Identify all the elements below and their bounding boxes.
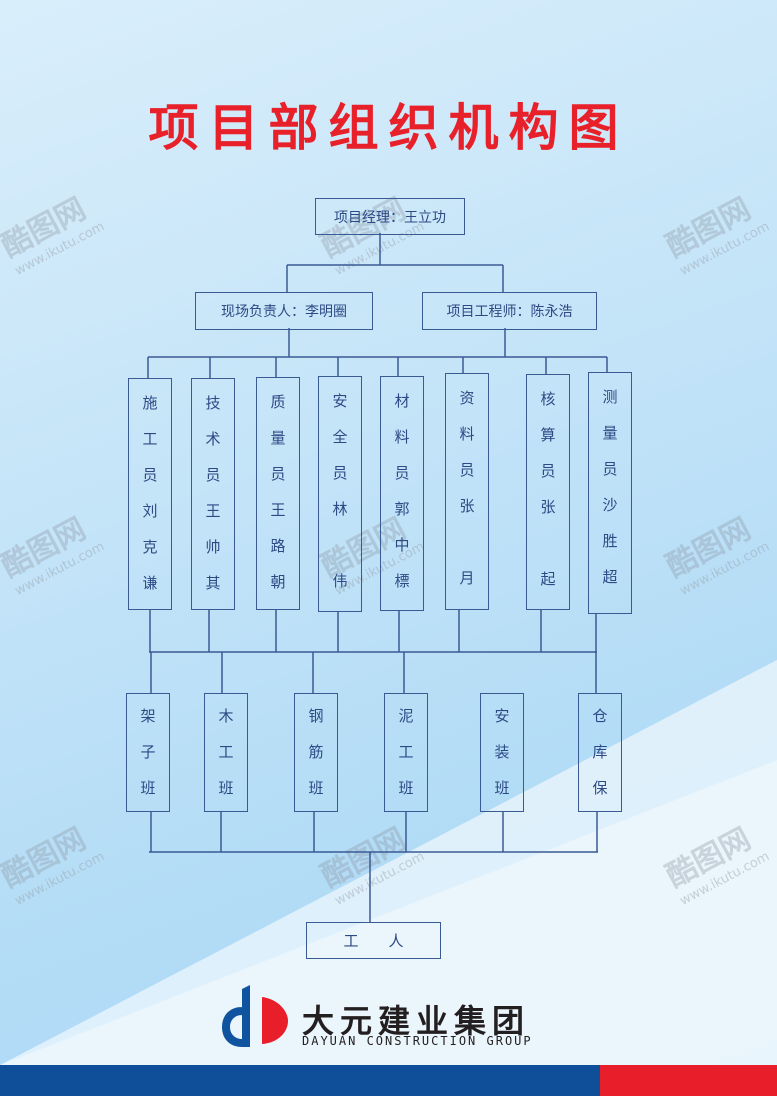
char: 员	[205, 466, 221, 484]
node-label: 项目经理：王立功	[334, 209, 446, 226]
char: 量	[602, 424, 618, 442]
node-surveyor-sha: 测量员沙胜超	[588, 372, 632, 614]
char: 术	[205, 430, 221, 448]
footer-band-red	[600, 1065, 777, 1096]
node-label: 现场负责人：李明圈	[221, 304, 347, 320]
char: 保	[592, 779, 608, 797]
footer-band-blue	[0, 1065, 600, 1096]
char: 朝	[270, 573, 286, 591]
node-installation-team: 安装班	[480, 693, 524, 812]
char: 刘	[142, 502, 158, 520]
company-logo-icon	[222, 985, 288, 1047]
char: 王	[270, 501, 286, 519]
char: 库	[592, 743, 608, 761]
char: 张	[459, 497, 475, 515]
char: 核	[540, 390, 556, 408]
char: 筋	[308, 743, 324, 761]
char: 员	[602, 460, 618, 478]
char: 林	[332, 500, 348, 518]
char: 技	[205, 394, 221, 412]
char: 王	[205, 502, 221, 520]
char: 沙	[602, 496, 618, 514]
node-warehouse-keeper: 仓库保	[578, 693, 622, 812]
char: 施	[142, 394, 158, 412]
char: 克	[142, 538, 158, 556]
char: 超	[602, 568, 618, 586]
char: 月	[459, 569, 475, 587]
char: 架	[140, 707, 156, 725]
char: 班	[494, 779, 510, 797]
node-label: 工 人	[343, 932, 404, 950]
char: 质	[270, 393, 286, 411]
company-name-cn: 大元建业集团	[302, 1002, 531, 1040]
char: 起	[540, 570, 556, 588]
node-materials-officer-guo: 材料员郭中標	[380, 376, 424, 611]
char: 其	[205, 574, 221, 592]
char: 资	[459, 389, 475, 407]
char: 装	[494, 743, 510, 761]
node-documents-officer-zhang: 资料员张月	[445, 373, 489, 610]
node-label: 项目工程师：陈永浩	[446, 304, 573, 320]
char: 班	[308, 779, 324, 797]
node-project-engineer: 项目工程师：陈永浩	[422, 292, 597, 330]
char: 安	[332, 392, 348, 410]
char: 张	[540, 498, 556, 516]
node-site-leader: 现场负责人：李明圈	[195, 292, 373, 330]
char: 员	[459, 461, 475, 479]
char: 班	[140, 779, 156, 797]
char: 料	[459, 425, 475, 443]
char: 木	[218, 707, 234, 725]
char: 標	[394, 572, 410, 590]
char: 工	[398, 743, 414, 761]
char: 安	[494, 707, 510, 725]
node-project-manager: 项目经理：王立功	[315, 198, 465, 235]
char: 全	[332, 428, 348, 446]
node-scaffold-team: 架子班	[126, 693, 170, 812]
page-title: 项目部组织机构图	[148, 99, 629, 157]
char: 员	[394, 464, 410, 482]
char: 谦	[142, 574, 158, 592]
char: 班	[398, 779, 414, 797]
char: 伟	[332, 572, 348, 590]
node-carpentry-team: 木工班	[204, 693, 248, 812]
char: 工	[218, 743, 234, 761]
char: 员	[142, 466, 158, 484]
char: 子	[140, 743, 156, 761]
node-rebar-team: 钢筋班	[294, 693, 338, 812]
company-name-en: DAYUAN CONSTRUCTION GROUP	[302, 1034, 533, 1048]
node-accountant-zhang: 核算员张起	[526, 374, 570, 610]
node-safety-officer-lin: 安全员林伟	[318, 376, 362, 612]
node-technician-wang: 技术员王帅其	[191, 378, 235, 610]
char: 胜	[602, 532, 618, 550]
char: 员	[270, 465, 286, 483]
char: 员	[332, 464, 348, 482]
char: 员	[540, 462, 556, 480]
node-construction-worker-liu: 施工员刘克谦	[128, 378, 172, 610]
char: 材	[394, 392, 410, 410]
char: 工	[142, 430, 158, 448]
char: 班	[218, 779, 234, 797]
char: 钢	[308, 707, 324, 725]
node-quality-inspector-wang: 质量员王路朝	[256, 377, 300, 610]
char: 量	[270, 429, 286, 447]
char: 路	[270, 537, 286, 555]
char: 仓	[592, 707, 608, 725]
char: 泥	[398, 707, 414, 725]
node-masonry-team: 泥工班	[384, 693, 428, 812]
char: 中	[394, 536, 410, 554]
node-workers: 工 人	[306, 922, 441, 959]
char: 帅	[205, 538, 221, 556]
char: 郭	[394, 500, 410, 518]
char: 算	[540, 426, 556, 444]
char: 测	[602, 388, 618, 406]
char: 料	[394, 428, 410, 446]
